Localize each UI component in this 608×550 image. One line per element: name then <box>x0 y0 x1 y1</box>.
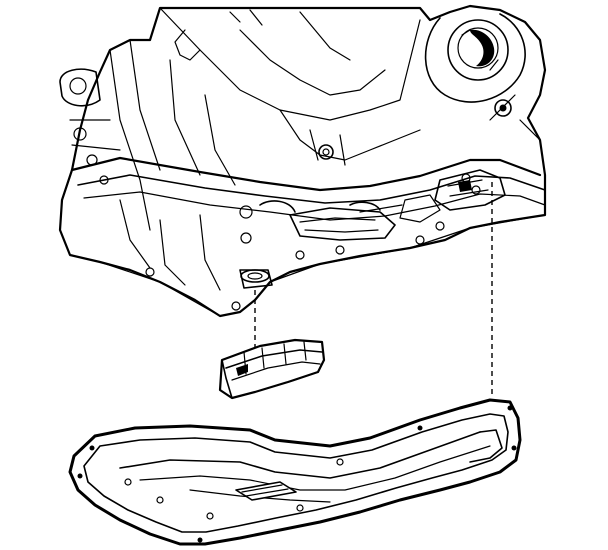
oil-filter <box>218 338 326 400</box>
alignment-lines <box>254 182 493 398</box>
transmission-case <box>58 4 547 318</box>
oil-pan <box>68 398 522 546</box>
